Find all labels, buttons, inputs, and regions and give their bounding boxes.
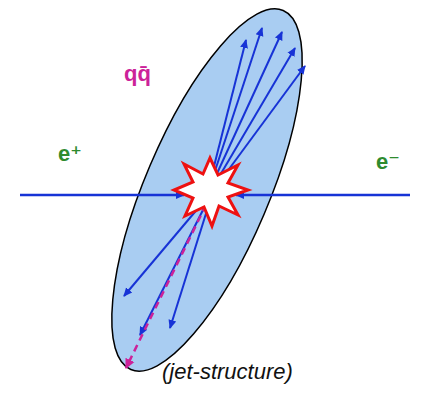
quark-label: qq̄ bbox=[124, 62, 151, 86]
beam-label: e⁺ bbox=[58, 142, 82, 166]
beam-label: e⁻ bbox=[376, 150, 400, 174]
electron-beam bbox=[236, 194, 410, 197]
dashed-track bbox=[126, 205, 206, 368]
collision-burst bbox=[174, 158, 248, 226]
positron-beam bbox=[20, 194, 184, 197]
event-ellipse bbox=[74, 0, 341, 394]
caption-note: (jet-structure) bbox=[162, 360, 293, 384]
jet-tracks bbox=[124, 28, 305, 335]
